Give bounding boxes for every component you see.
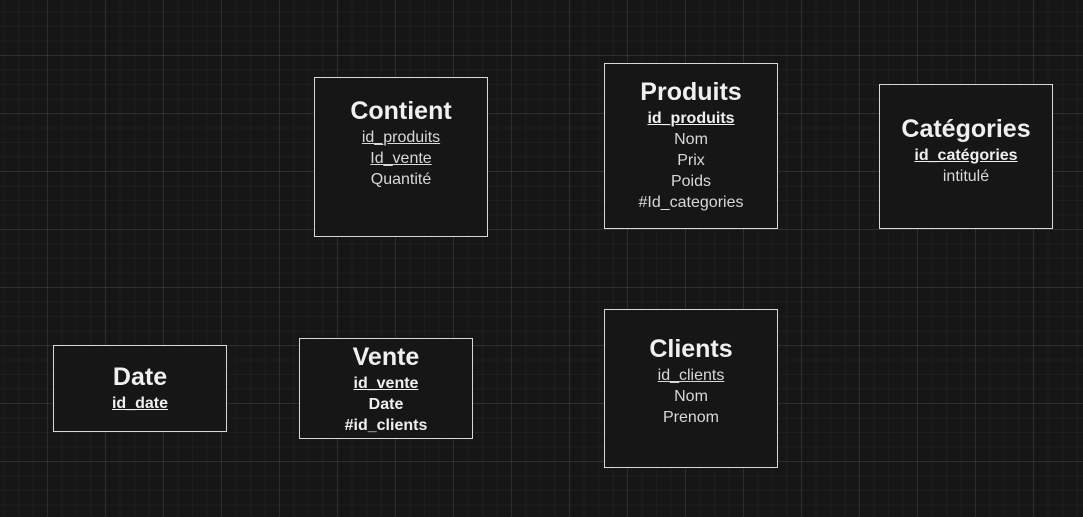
primary-key-attribute: id_produits: [647, 110, 735, 127]
entity-clients[interactable]: Clients id_clients Nom Prenom: [604, 309, 778, 468]
primary-key-attribute: id_catégories: [914, 147, 1018, 164]
entity-title: Produits: [640, 78, 742, 106]
entity-produits[interactable]: Produits id_produits Nom Prix Poids #Id_…: [604, 63, 778, 229]
attribute: Date: [368, 395, 404, 413]
primary-key-attribute: id_vente: [353, 374, 419, 392]
entity-contient[interactable]: Contient id_produits Id_vente Quantité: [314, 77, 488, 237]
attribute: Prenom: [662, 408, 720, 426]
entity-title: Vente: [352, 342, 420, 371]
entity-categories[interactable]: Catégories id_catégories intitulé: [879, 84, 1053, 229]
entity-title: Contient: [350, 97, 452, 125]
primary-key-attribute: id_clients: [657, 366, 725, 384]
foreign-key-attribute: #id_clients: [344, 416, 428, 434]
attribute: Nom: [674, 131, 708, 148]
attribute: Prix: [677, 152, 705, 169]
entity-title: Clients: [649, 334, 733, 363]
attribute: Quantité: [370, 171, 432, 188]
attribute: Nom: [674, 387, 708, 405]
primary-key-attribute: Id_vente: [370, 150, 432, 167]
attribute: intitulé: [942, 168, 990, 185]
entity-date[interactable]: Date id_date: [53, 345, 227, 432]
attribute: Poids: [670, 173, 712, 190]
foreign-key-attribute: #Id_categories: [638, 194, 744, 211]
entity-vente[interactable]: Vente id_vente Date #id_clients: [299, 338, 473, 439]
entity-title: Catégories: [901, 115, 1031, 143]
entity-title: Date: [112, 362, 168, 391]
primary-key-attribute: id_date: [111, 394, 168, 412]
primary-key-attribute: id_produits: [361, 129, 441, 146]
